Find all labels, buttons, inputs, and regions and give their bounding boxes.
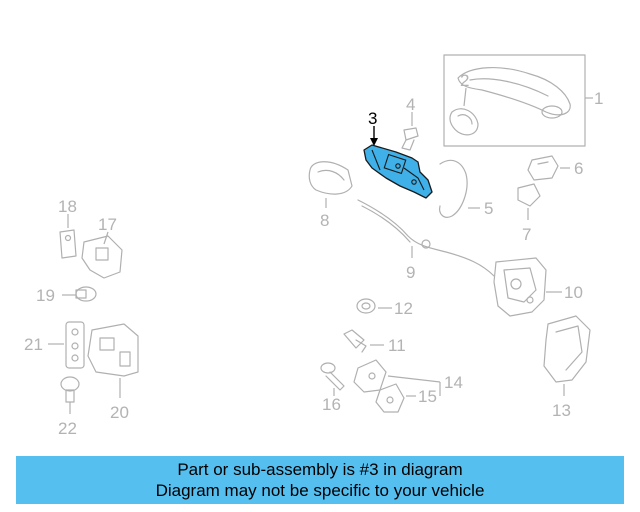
part-2-bezel [449,87,479,136]
callout-17: 17 [98,215,117,234]
part-17-latch [81,231,123,279]
part-7-clip [517,183,541,220]
part-12-grommet [356,298,392,314]
part-3-handle-frame [363,126,433,199]
callout-20: 20 [110,403,129,422]
callout-15: 15 [418,387,437,406]
callout-7: 7 [522,225,531,244]
callout-9: 9 [406,263,415,282]
part-15-plate [375,382,441,413]
part-22-bolt [60,376,80,414]
part-18-plate [59,214,77,259]
callout-6: 6 [574,159,583,178]
diagram-notice-banner: Part or sub-assembly is #3 in diagram Di… [16,456,624,504]
callout-14: 14 [444,373,463,392]
callout-12: 12 [394,299,413,318]
callout-11: 11 [388,336,406,355]
callout-13: 13 [552,401,571,420]
parts-diagram: 1 2 3 4 5 6 7 8 9 10 11 12 13 14 15 16 1… [24,54,603,438]
part-9-lock-cable [357,199,495,277]
part-16-screw [320,362,345,396]
callout-2: 2 [460,71,469,90]
callout-4: 4 [406,95,415,114]
part-13-bracket [543,315,591,396]
part-3-shape [363,144,433,199]
part-21-strap [48,321,85,369]
part-6-cap [527,155,570,181]
callout-18: 18 [58,197,77,216]
part-8-inside-handle [308,161,353,208]
part-5-cable [439,159,480,218]
part-1-handle-assembly [443,54,593,147]
callout-8: 8 [320,211,329,230]
callout-1: 1 [594,89,603,108]
part-11-bolt [343,329,384,353]
part-10-lock-actuator [493,257,562,317]
callout-5: 5 [484,199,493,218]
notice-line-part-number: Part or sub-assembly is #3 in diagram [177,460,463,479]
callout-21: 21 [24,335,43,354]
callout-10: 10 [564,283,583,302]
callout-3: 3 [368,109,377,128]
notice-line-disclaimer: Diagram may not be specific to your vehi… [155,481,485,500]
callout-22: 22 [58,419,77,438]
part-19-bolt [62,286,97,302]
part-4-bolt [401,112,419,151]
callout-16: 16 [322,395,341,414]
callout-19: 19 [36,286,55,305]
part-20-hinge [87,323,139,398]
